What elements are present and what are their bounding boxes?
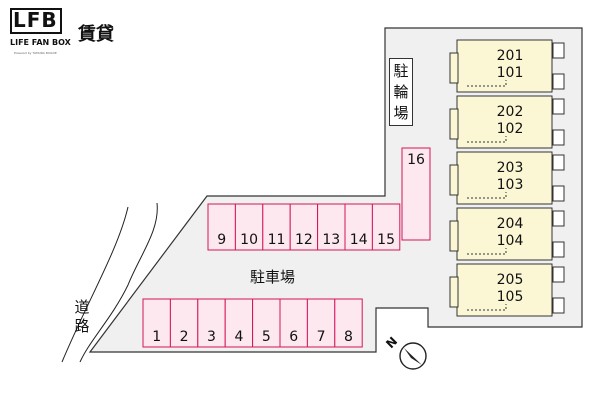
unit-rect — [456, 263, 553, 317]
unit-number-upper: 205 — [497, 272, 524, 288]
unit-balcony — [552, 42, 565, 59]
unit-entrance — [449, 276, 459, 308]
unit-stair-line — [467, 80, 507, 87]
parking-space-6 — [279, 298, 308, 348]
parking-space-number: 14 — [350, 232, 368, 248]
parking-space-number: 15 — [377, 232, 395, 248]
road-label: 道路 — [68, 298, 96, 336]
bicycle-parking-label: 駐輪場 — [389, 58, 413, 126]
unit-number-upper: 204 — [497, 216, 524, 232]
unit-balcony — [552, 73, 565, 90]
parking-space-number: 4 — [234, 329, 243, 345]
unit-entrance — [449, 108, 459, 140]
compass-label: N — [383, 334, 400, 351]
parking-space-number: 11 — [268, 232, 286, 248]
unit-balcony — [552, 98, 565, 115]
unit-number-upper: 203 — [497, 160, 524, 176]
unit-rect — [456, 39, 553, 93]
unit-rect — [456, 95, 553, 149]
unit-stair-line — [467, 192, 507, 199]
bicycle-parking-char: 駐 — [393, 62, 409, 80]
unit-number-lower: 105 — [497, 289, 524, 305]
unit-balcony — [552, 154, 565, 171]
parking-space-11 — [262, 203, 291, 251]
parking-space-number: 3 — [207, 329, 216, 345]
unit-number-upper: 201 — [497, 48, 524, 64]
road-char: 道 — [74, 298, 90, 316]
unit-rect — [456, 151, 553, 205]
compass: N — [383, 334, 427, 370]
unit-number-upper: 202 — [497, 104, 524, 120]
parking-space-9 — [207, 203, 236, 251]
parking-space-number: 13 — [322, 232, 340, 248]
unit-number-lower: 102 — [497, 121, 524, 137]
bicycle-parking-char: 輪 — [393, 83, 409, 101]
unit-stair-line — [467, 248, 507, 255]
parking-space-3 — [197, 298, 226, 348]
unit-balcony — [552, 297, 565, 314]
unit-entrance — [449, 220, 459, 252]
parking-space-number: 9 — [217, 232, 226, 248]
parking-space-15 — [371, 203, 401, 251]
rent-label: 賃貸 — [78, 24, 114, 45]
car-parking-label: 駐車場 — [250, 268, 296, 286]
unit-balcony — [552, 185, 565, 202]
unit-number-lower: 104 — [497, 233, 524, 249]
unit-number-lower: 101 — [497, 65, 524, 81]
bicycle-parking-char: 場 — [393, 104, 409, 122]
parking-space-16 — [401, 147, 431, 241]
parking-space-number: 2 — [180, 329, 189, 345]
parking-space-7 — [306, 298, 336, 348]
road-edge-right — [79, 202, 158, 363]
compass-circle — [399, 342, 427, 370]
unit-stair-line — [467, 304, 507, 311]
parking-space-14 — [344, 203, 373, 251]
unit-number-lower: 103 — [497, 177, 524, 193]
unit-rect — [456, 207, 553, 261]
compass-arrow — [404, 348, 422, 365]
parking-space-8 — [334, 298, 363, 348]
parking-space-10 — [234, 203, 264, 251]
road-edge-left — [61, 206, 129, 363]
unit-stair-line — [467, 136, 507, 143]
parking-space-number: 16 — [407, 152, 425, 168]
parking-space-number: 5 — [262, 329, 271, 345]
parking-space-5 — [252, 298, 281, 348]
parking-space-4 — [224, 298, 254, 348]
parking-space-number: 6 — [289, 329, 298, 345]
unit-balcony — [552, 241, 565, 258]
parking-space-number: 8 — [344, 329, 353, 345]
unit-balcony — [552, 210, 565, 227]
logo-frame — [10, 8, 62, 34]
parking-space-number: 7 — [317, 329, 326, 345]
unit-entrance — [449, 164, 459, 196]
parking-space-12 — [289, 203, 319, 251]
lfb-logo: LFB LIFE FAN BOX Powered by TAMURA BUILD… — [10, 8, 72, 66]
parking-space-number: 1 — [152, 329, 161, 345]
logo-tagline: Powered by TAMURA BUILDE — [14, 51, 57, 55]
parking-space-number: 10 — [240, 232, 258, 248]
unit-entrance — [449, 52, 459, 84]
logo-name: LIFE FAN BOX — [10, 38, 71, 47]
unit-balcony — [552, 266, 565, 283]
unit-balcony — [552, 129, 565, 146]
road-char: 路 — [74, 317, 90, 335]
parking-space-number: 12 — [295, 232, 313, 248]
logo-mark: LFB — [13, 8, 58, 32]
